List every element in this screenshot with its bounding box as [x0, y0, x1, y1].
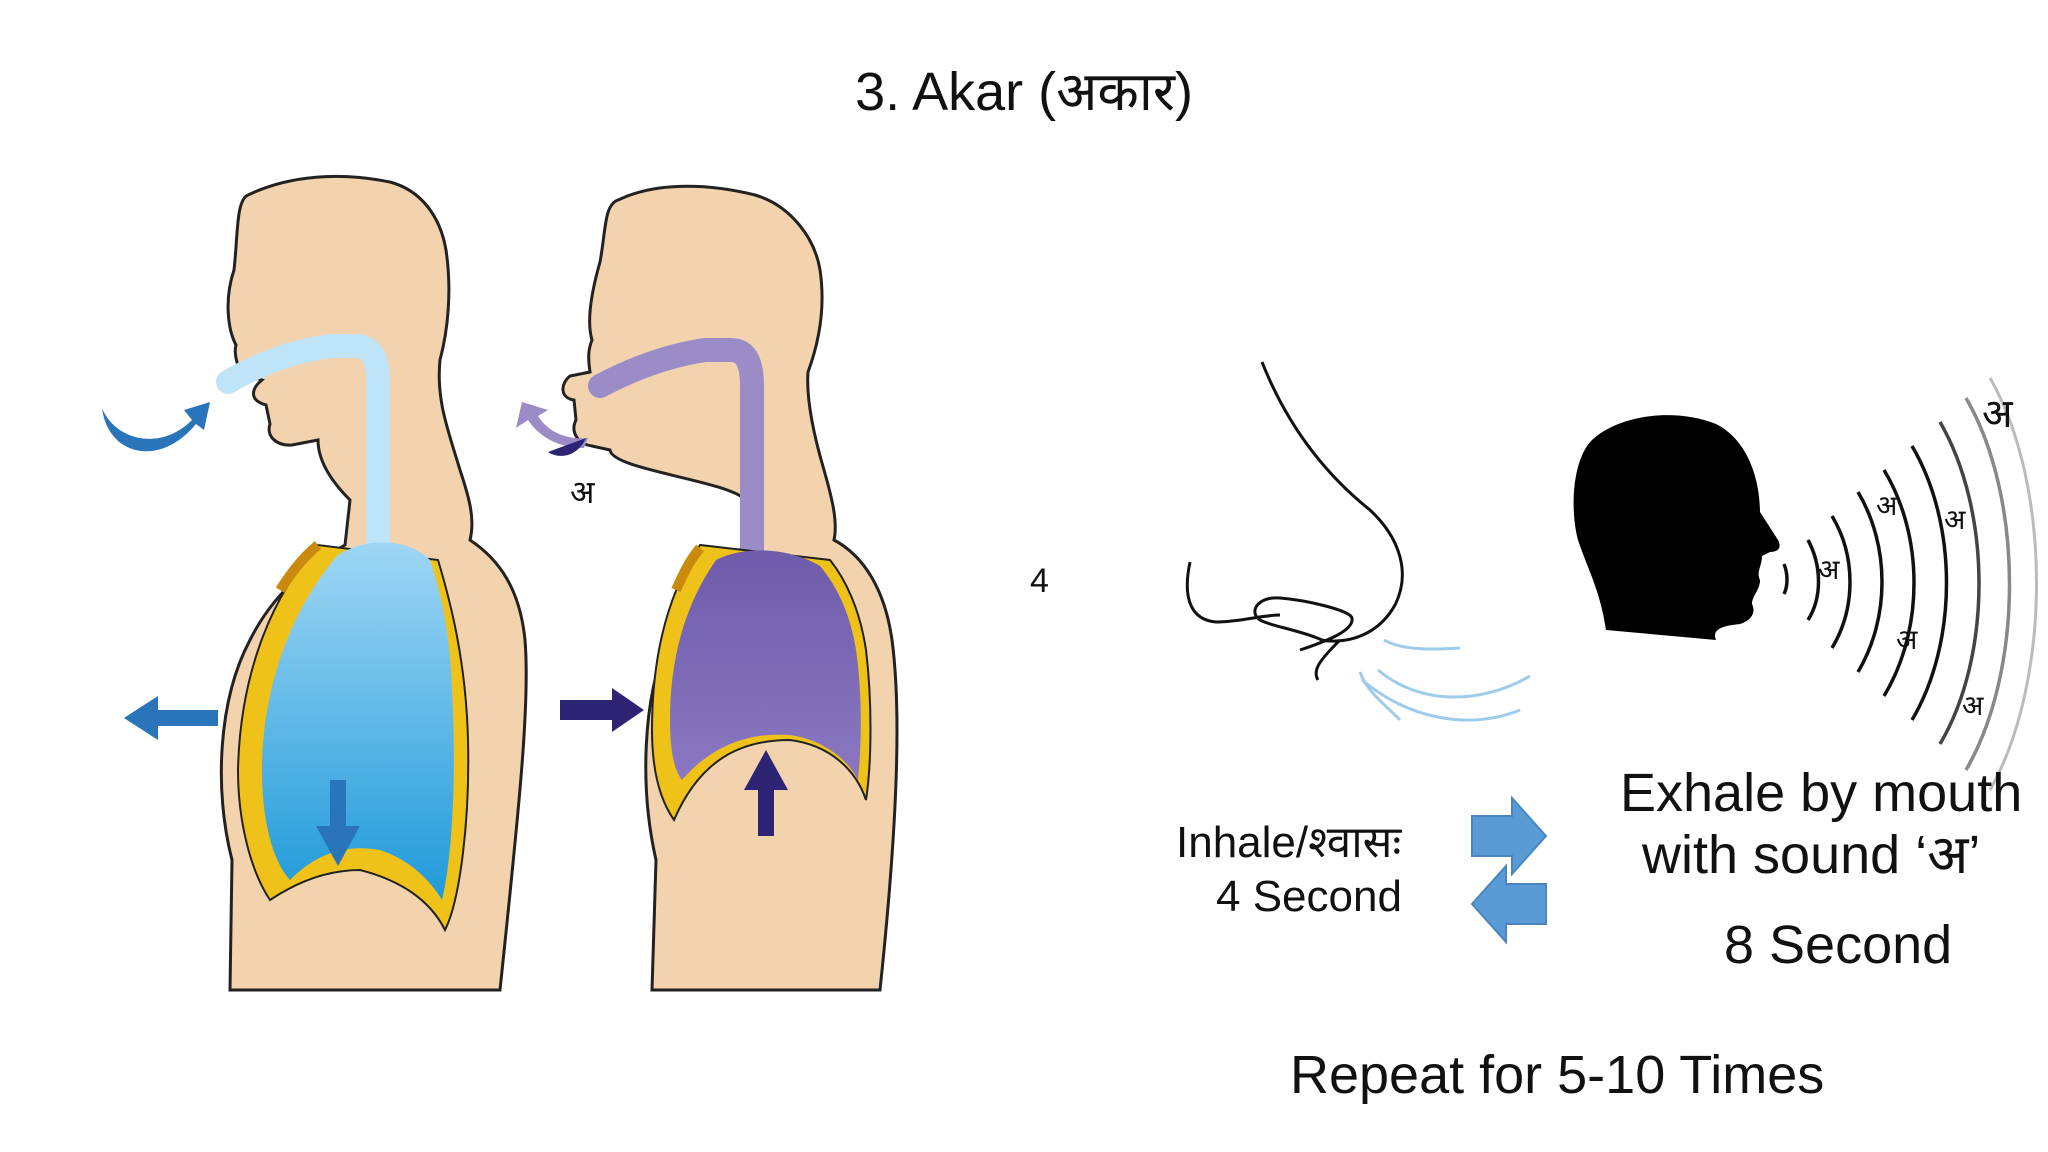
wave-label: अ	[1962, 689, 1984, 722]
exhale-label-sound: with sound ‘अ’	[1642, 825, 1981, 885]
page-title: 3. Akar (अकार)	[855, 62, 1193, 122]
step-number: 4	[1030, 562, 1049, 600]
head-silhouette-icon	[1573, 415, 1780, 640]
inhale-figure	[102, 174, 528, 992]
nose-airflow-icon	[1358, 638, 1531, 722]
diaphragm-up-arrow-icon	[744, 750, 788, 836]
wave-label: अ	[1818, 553, 1840, 586]
wave-label: अ	[1982, 391, 2013, 437]
exhale-air-arrow-icon	[516, 402, 588, 448]
inhale-duration: 4 Second	[1216, 872, 1402, 921]
mouth-sound-label: अ	[570, 473, 595, 511]
wave-label: अ	[1896, 623, 1918, 656]
inhale-label: Inhale/श्वासः	[1176, 818, 1402, 867]
repeat-instruction: Repeat for 5-10 Times	[1290, 1045, 1825, 1105]
chest-expand-arrow-icon	[124, 696, 218, 740]
left-arrow-icon	[1470, 863, 1547, 945]
sound-waves-icon	[1782, 377, 2038, 791]
exhale-duration: 8 Second	[1724, 915, 1953, 975]
right-arrow-icon	[1471, 795, 1548, 877]
wave-label: अ	[1944, 503, 1966, 536]
nose-icon	[1185, 361, 1404, 681]
exhale-figure	[516, 184, 899, 992]
inhale-air-arrow-icon	[102, 402, 210, 452]
diaphragm-down-arrow-icon	[316, 780, 360, 866]
wave-label: अ	[1876, 489, 1898, 522]
exhale-label: Exhale by mouth	[1620, 763, 2023, 823]
chest-contract-arrow-icon	[560, 688, 644, 732]
